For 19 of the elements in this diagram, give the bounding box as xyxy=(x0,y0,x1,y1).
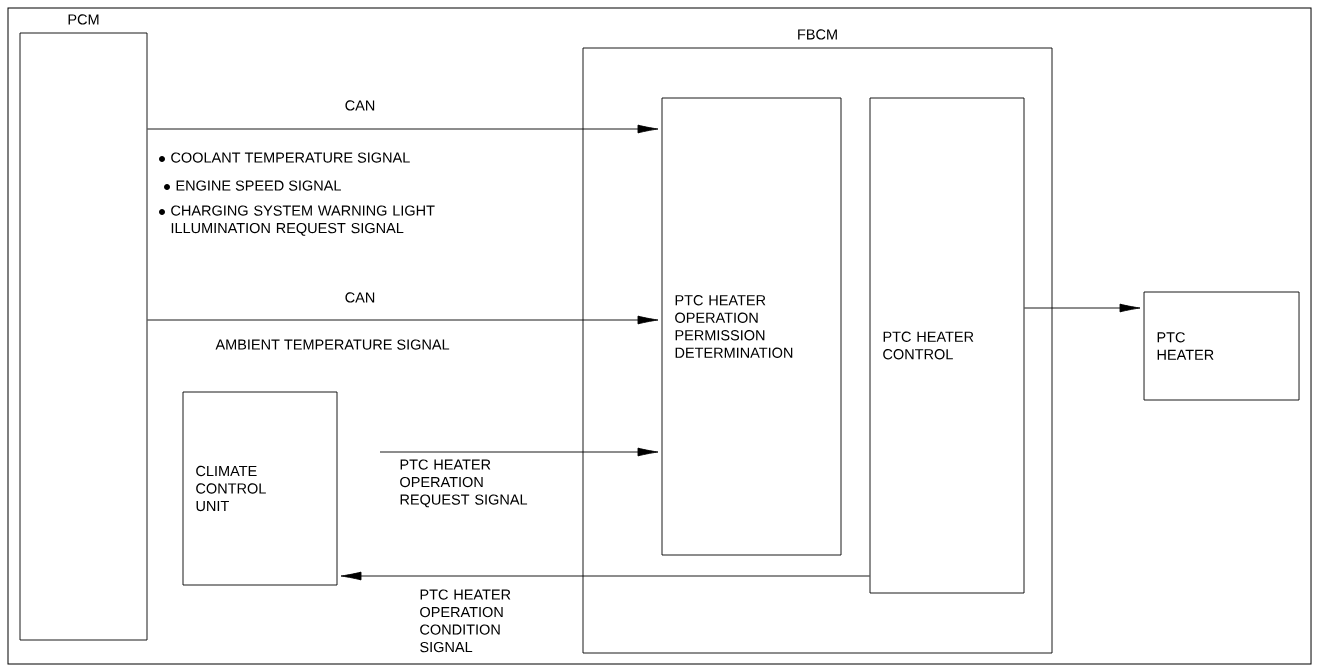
bullet-item: COOLANT TEMPERATURE SIGNAL xyxy=(159,152,410,163)
module-heading: FBCM xyxy=(798,29,837,40)
bullet-item: CHARGING SYSTEM WARNING LIGHT ILLUMINATION REQUEST SIGNAL xyxy=(159,205,435,236)
function-box: PTC HEATER OPERATION PERMISSION DETERMINATION xyxy=(661,97,842,556)
function-box: PTC HEATER xyxy=(1143,291,1300,401)
bullet-item: ENGINE SPEED SIGNAL xyxy=(164,180,341,191)
signal-label: AMBIENT TEMPERATURE SIGNAL xyxy=(215,339,450,350)
arrow xyxy=(340,571,870,581)
signal-label: PTC HEATER OPERATION REQUEST SIGNAL xyxy=(400,459,528,508)
module-heading: PCM xyxy=(68,14,99,25)
signal-label: CAN xyxy=(345,292,375,303)
signal-label: PTC HEATER OPERATION CONDITION SIGNAL xyxy=(420,589,511,653)
arrow xyxy=(1024,303,1141,313)
function-box: CLIMATE CONTROL UNIT xyxy=(182,391,338,586)
signal-label: CAN xyxy=(345,100,375,111)
arrow xyxy=(147,124,659,134)
arrow xyxy=(147,315,659,325)
function-box: PTC HEATER CONTROL xyxy=(869,97,1025,594)
arrow xyxy=(379,447,659,457)
